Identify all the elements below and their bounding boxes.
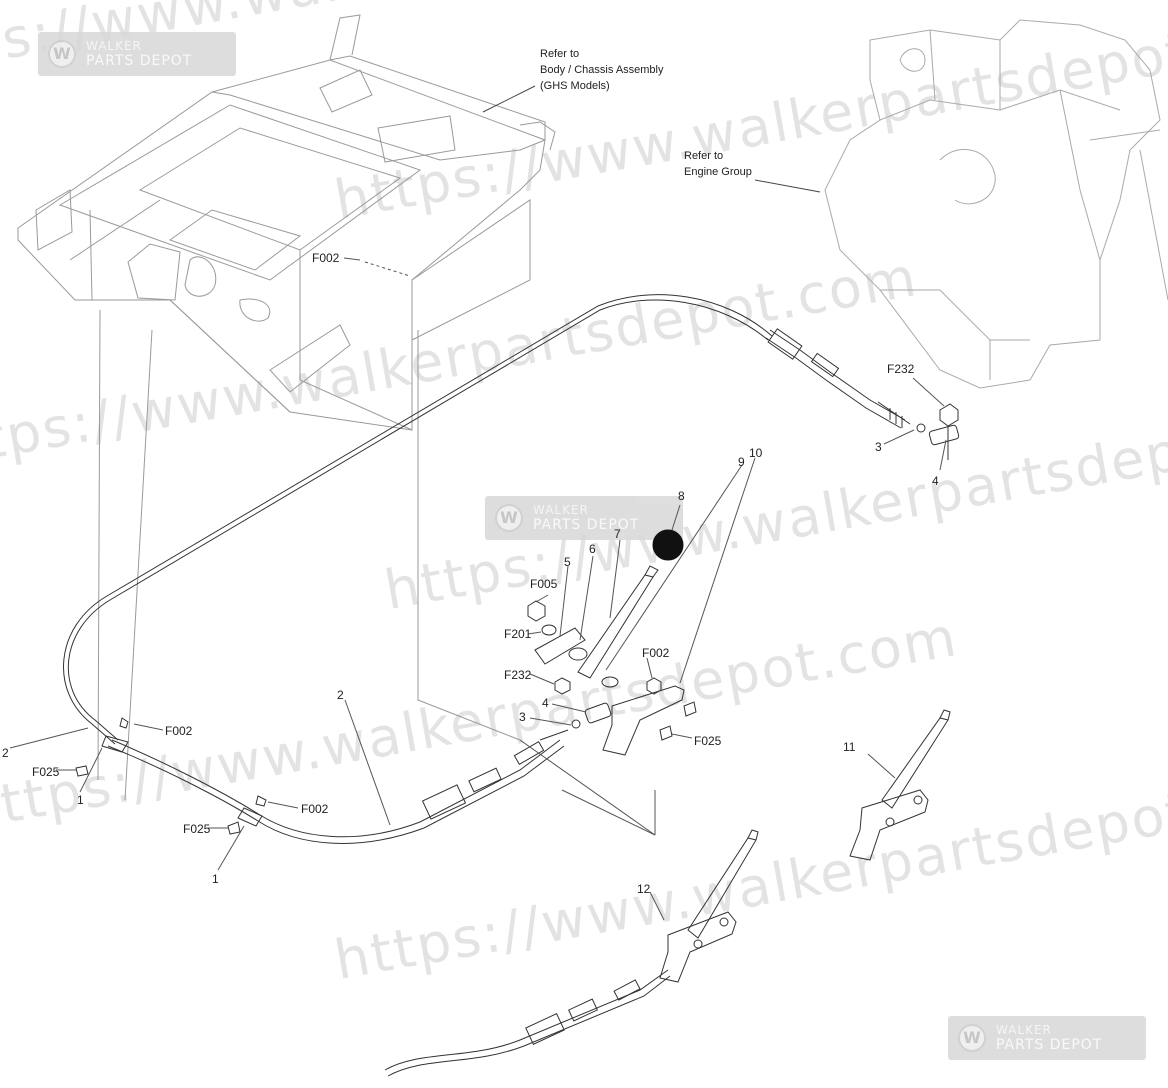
logo-line2: PARTS DEPOT <box>86 53 193 69</box>
callout-2: 2 <box>337 688 344 702</box>
callout-3: 3 <box>875 440 882 454</box>
logo-line1: WALKER <box>996 1023 1052 1037</box>
callout-1: 1 <box>212 872 219 886</box>
leader-line <box>482 85 536 113</box>
callout-4: 4 <box>932 474 939 488</box>
throttle-lever-assembly <box>527 529 697 756</box>
note-line: (GHS Models) <box>540 80 610 92</box>
callout-f232: F232 <box>887 362 915 376</box>
logo-line2: PARTS DEPOT <box>996 1037 1103 1053</box>
chassis-body-illustration <box>17 14 556 801</box>
lever-assembly-11 <box>849 709 951 861</box>
callout-1: 1 <box>77 793 84 807</box>
callout-10: 10 <box>749 446 763 460</box>
note-line: Body / Chassis Assembly <box>540 64 664 76</box>
logo-mark-icon: W <box>958 1024 986 1052</box>
note-line: Refer to <box>540 48 580 60</box>
watermark-logo: W WALKER PARTS DEPOT <box>485 496 683 540</box>
callout-8: 8 <box>678 489 685 503</box>
callout-f002: F002 <box>312 251 340 265</box>
logo-line1: WALKER <box>86 39 142 53</box>
cable-end-hardware <box>916 403 960 460</box>
callout-f025: F025 <box>32 765 60 779</box>
callout-3: 3 <box>519 710 526 724</box>
callout-f002: F002 <box>642 646 670 660</box>
lower-throttle-cable <box>107 729 569 844</box>
callout-7: 7 <box>614 527 621 541</box>
callout-f025: F025 <box>183 822 211 836</box>
note-line: Engine Group <box>684 166 752 178</box>
callout-f002: F002 <box>301 802 329 816</box>
callout-12: 12 <box>637 882 651 896</box>
upper-throttle-cable <box>63 294 911 745</box>
callout-5: 5 <box>564 555 571 569</box>
callout-f025: F025 <box>694 734 722 748</box>
callout-9: 9 <box>738 455 745 469</box>
note-body-chassis: Refer to Body / Chassis Assembly (GHS Mo… <box>540 46 664 94</box>
leader-line <box>754 179 821 193</box>
callout-f232: F232 <box>504 668 532 682</box>
callout-11: 11 <box>843 740 856 754</box>
callout-2: 2 <box>2 746 9 760</box>
callout-leaders <box>9 257 947 921</box>
logo-line1: WALKER <box>533 503 589 517</box>
logo-mark-icon: W <box>48 40 76 68</box>
lever-assembly-12 <box>384 829 759 1077</box>
watermark-logo: W WALKER PARTS DEPOT <box>948 1016 1146 1060</box>
watermark-logo: W WALKER PARTS DEPOT <box>38 32 236 76</box>
callout-6: 6 <box>589 542 596 556</box>
callout-f005: F005 <box>530 577 558 591</box>
callout-f002: F002 <box>165 724 193 738</box>
note-engine-group: Refer to Engine Group <box>684 148 752 180</box>
callout-f201: F201 <box>504 627 532 641</box>
engine-illustration <box>824 19 1168 389</box>
logo-line2: PARTS DEPOT <box>533 517 640 533</box>
note-line: Refer to <box>684 150 724 162</box>
logo-mark-icon: W <box>495 504 523 532</box>
callout-4: 4 <box>542 696 549 710</box>
